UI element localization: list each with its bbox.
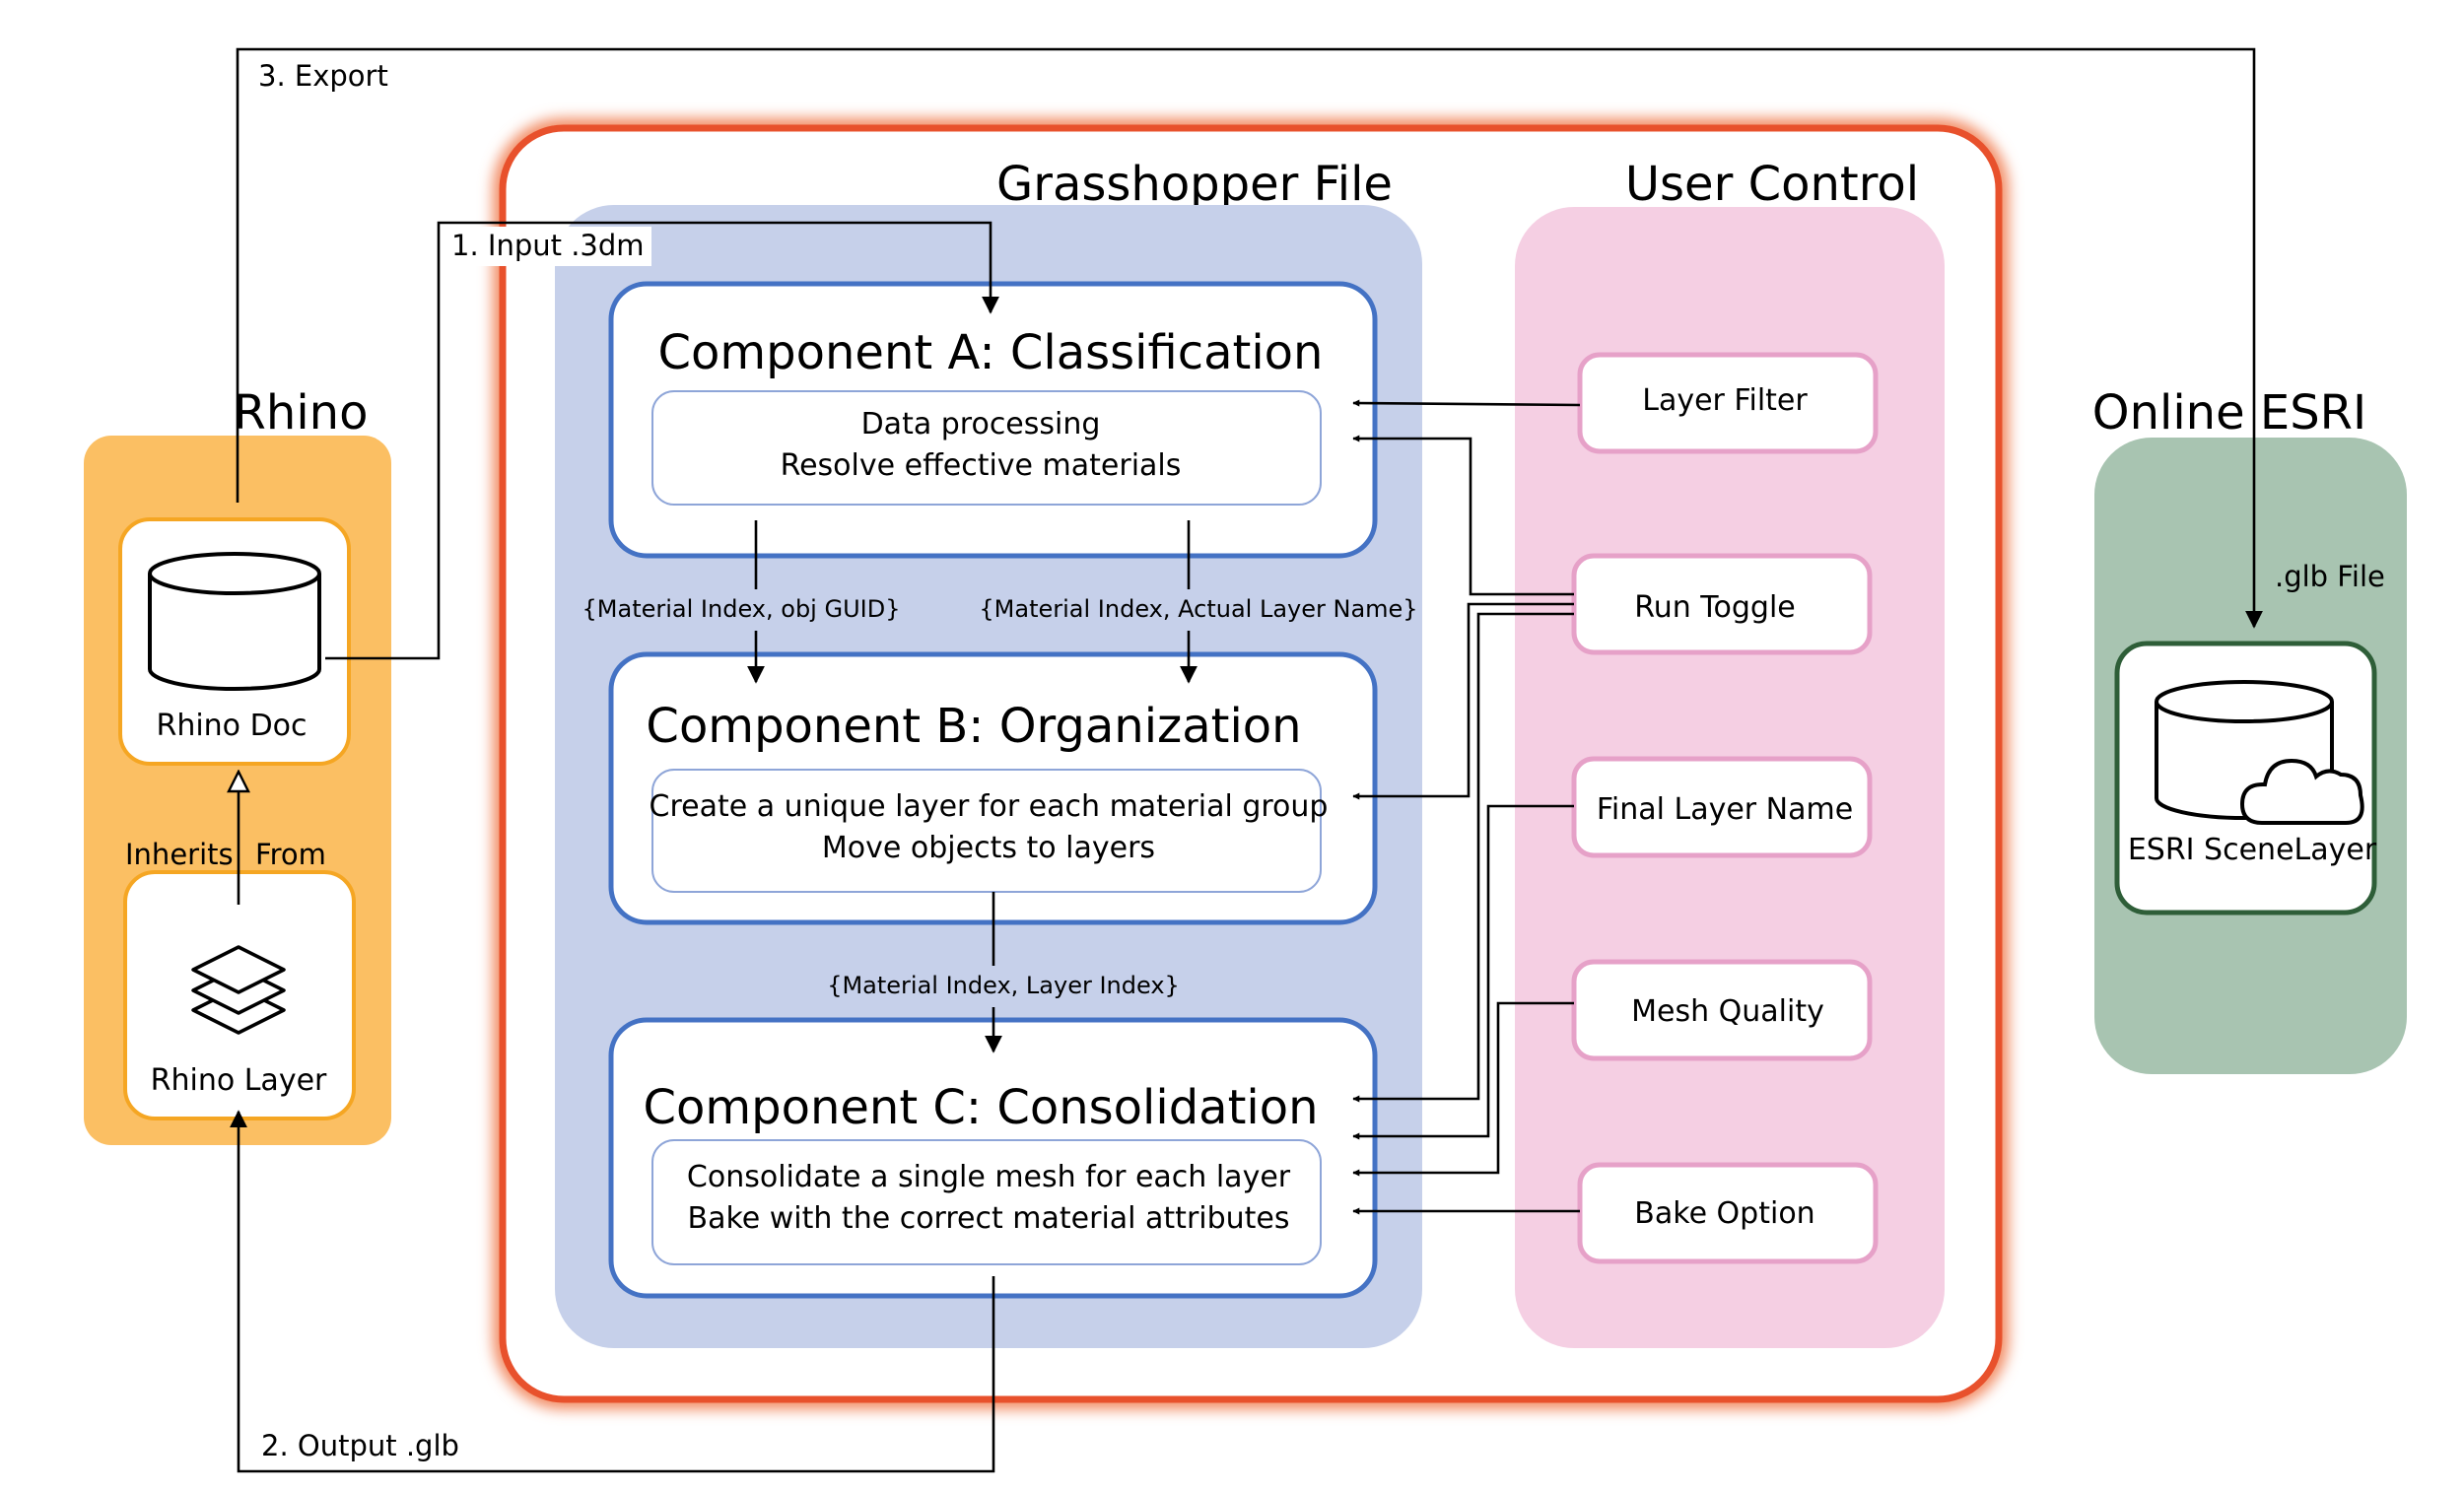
rhino-doc-label: Rhino Doc	[156, 709, 307, 743]
inherits-label: Inherits	[125, 838, 234, 871]
wire-run-toggle-to-a	[1352, 435, 1574, 596]
svg-text:Final Layer Name: Final Layer Name	[1597, 792, 1853, 827]
database-icon	[148, 552, 321, 691]
rhino-doc-box[interactable]: Rhino Doc	[118, 517, 351, 766]
component-b-title: Component B: Organization	[646, 699, 1301, 754]
component-a-line-2: Resolve effective materials	[781, 448, 1182, 483]
component-c-line-1: Consolidate a single mesh for each layer	[687, 1160, 1291, 1194]
esri-scene-layer-box[interactable]: ESRI SceneLayer	[2114, 641, 2377, 916]
layers-icon	[191, 945, 286, 1035]
control-wires	[1352, 399, 1581, 1215]
flow-output-label: 2. Output .glb	[261, 1429, 459, 1462]
flow-a-to-b-left-label: {Material Index, obj GUID}	[582, 595, 901, 623]
flow-export-label: 3. Export	[258, 59, 388, 93]
grasshopper-group: Grasshopper File Component A: Classifica…	[493, 118, 2009, 1409]
flow-input-label: 1. Input .3dm	[451, 229, 645, 262]
svg-text:Mesh Quality: Mesh Quality	[1631, 994, 1824, 1029]
component-b[interactable]: Component B: Organization Create a uniqu…	[608, 651, 1378, 925]
esri-scene-layer-label: ESRI SceneLayer	[2128, 833, 2377, 867]
component-a-title: Component A: Classification	[658, 325, 1324, 380]
control-layer-filter[interactable]: Layer Filter	[1577, 352, 1879, 454]
svg-text:Bake Option: Bake Option	[1634, 1196, 1814, 1231]
component-a[interactable]: Component A: Classification Data process…	[608, 281, 1378, 559]
rhino-layer-label: Rhino Layer	[151, 1063, 327, 1098]
flow-input-3dm	[325, 221, 999, 660]
online-esri-group: Online ESRI ESRI SceneLayer .glb File	[2092, 385, 2407, 1074]
online-esri-title: Online ESRI	[2092, 385, 2366, 441]
wire-layer-filter-to-a	[1352, 399, 1581, 407]
component-b-line-2: Move objects to layers	[822, 831, 1155, 865]
rhino-group: Rhino Rhino Doc Rhino Layer Inherits Fro…	[84, 385, 391, 1145]
glb-file-label: .glb File	[2275, 560, 2385, 593]
component-a-line-1: Data processing	[861, 407, 1101, 441]
user-control-title: User Control	[1625, 157, 1919, 212]
rhino-group-title: Rhino	[234, 385, 369, 441]
component-c[interactable]: Component C: Consolidation Consolidate a…	[608, 1017, 1378, 1299]
grasshopper-title: Grasshopper File	[996, 157, 1393, 212]
flow-output-glb	[230, 1110, 995, 1473]
wire-run-toggle-to-c	[1352, 612, 1574, 1103]
flow-b-to-c-label: {Material Index, Layer Index}	[827, 972, 1180, 999]
component-c-title: Component C: Consolidation	[643, 1080, 1318, 1135]
component-c-line-2: Bake with the correct material attribute…	[687, 1201, 1289, 1236]
wire-final-layer-name-to-c	[1352, 804, 1574, 1140]
rhino-layer-box[interactable]: Rhino Layer	[123, 870, 356, 1120]
cloud-icon	[2239, 758, 2364, 825]
wire-mesh-quality-to-c	[1352, 1001, 1574, 1177]
wire-run-toggle-to-b	[1352, 602, 1574, 800]
component-b-line-1: Create a unique layer for each material …	[650, 789, 1329, 824]
svg-text:Layer Filter: Layer Filter	[1642, 383, 1808, 418]
svg-text:Run Toggle: Run Toggle	[1634, 590, 1796, 625]
inherits-from-label: From	[255, 838, 326, 871]
control-run-toggle[interactable]: Run Toggle	[1571, 553, 1873, 655]
flow-export	[236, 47, 2263, 629]
control-mesh-quality[interactable]: Mesh Quality	[1571, 959, 1873, 1061]
control-final-layer-name[interactable]: Final Layer Name	[1571, 756, 1873, 858]
control-bake-option[interactable]: Bake Option	[1577, 1162, 1879, 1264]
flow-a-to-b-right-label: {Material Index, Actual Layer Name}	[979, 595, 1417, 623]
